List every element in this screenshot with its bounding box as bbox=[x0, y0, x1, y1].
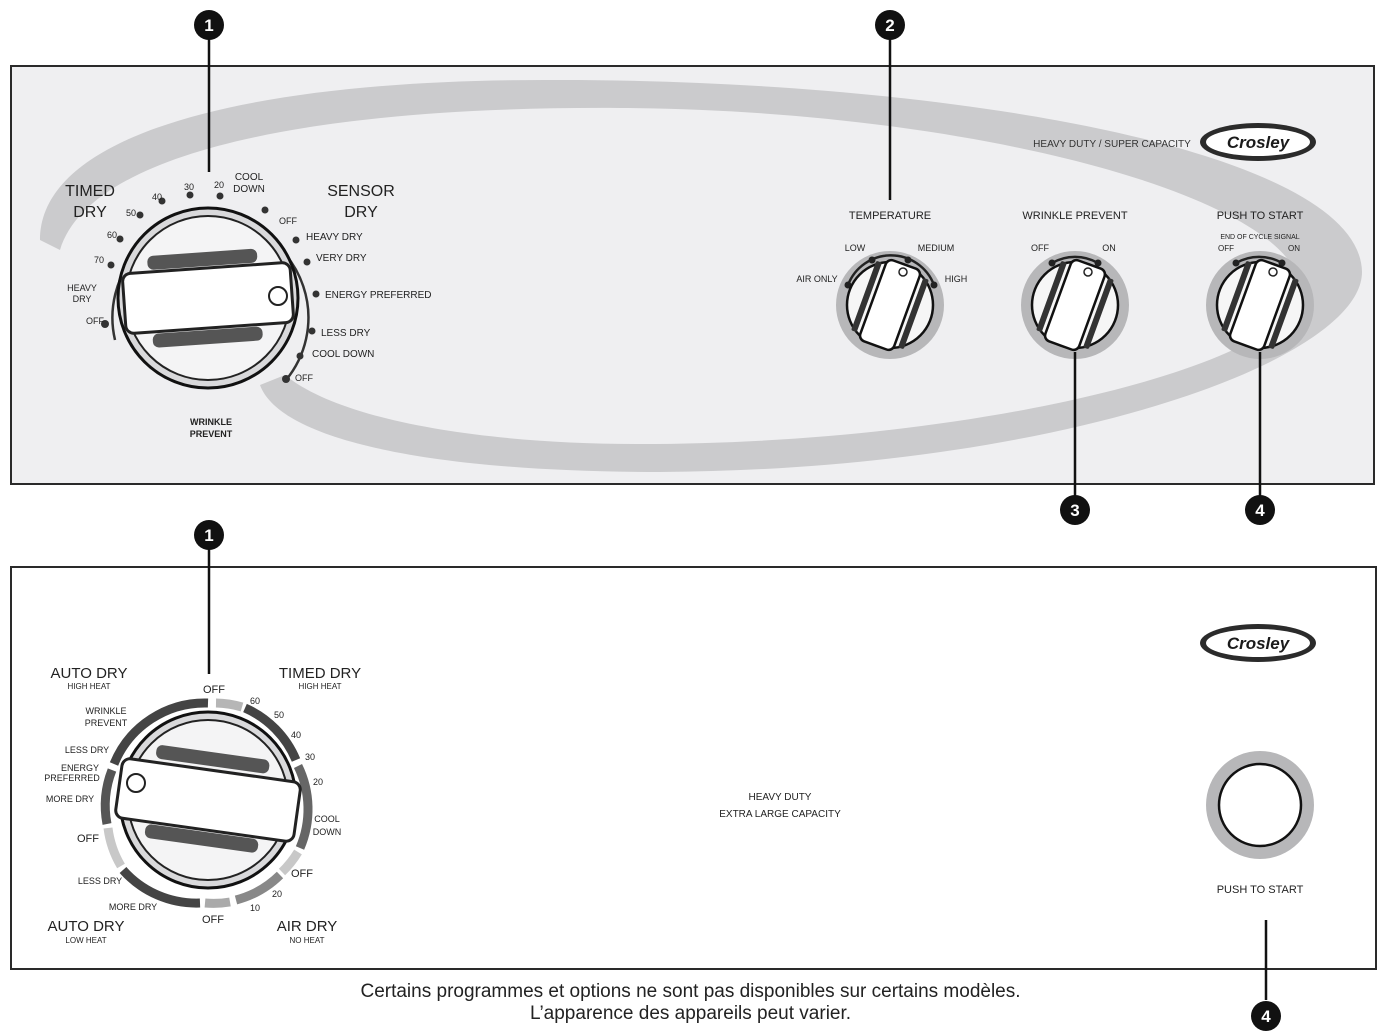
top-cycle-dial[interactable] bbox=[101, 191, 320, 390]
position-label: OFF bbox=[77, 833, 99, 845]
temp-high-label: HIGH bbox=[945, 274, 968, 284]
tick-label: DRY bbox=[73, 294, 92, 304]
tick-label: 40 bbox=[152, 192, 162, 202]
sensor-dry-label-1: SENSOR bbox=[327, 183, 395, 200]
bottom-control-panel: Crosley AUTO DRY bbox=[10, 566, 1377, 970]
top-cycle-dial-grip[interactable] bbox=[121, 261, 295, 335]
temp-medium-label: MEDIUM bbox=[918, 243, 955, 253]
signal-on-label: ON bbox=[1288, 244, 1300, 253]
sensor-position-label: OFF bbox=[279, 216, 297, 226]
callout-1-bottom: 1 bbox=[204, 526, 213, 545]
callout-4-top: 4 bbox=[1255, 501, 1265, 520]
position-label: DOWN bbox=[313, 827, 342, 837]
timed-dry-label-2: DRY bbox=[73, 204, 107, 221]
position-label: MORE DRY bbox=[109, 902, 157, 912]
bottom-brand-text: Crosley bbox=[1227, 634, 1291, 653]
top-model-text: HEAVY DUTY / SUPER CAPACITY bbox=[1033, 139, 1191, 150]
tick-label: 30 bbox=[184, 182, 194, 192]
tick-label: 50 bbox=[126, 208, 136, 218]
top-brand-text: Crosley bbox=[1227, 133, 1291, 152]
temp-low-label: LOW bbox=[845, 243, 866, 253]
tick-label: COOL bbox=[235, 172, 264, 183]
bottom-model-line-1: HEAVY DUTY bbox=[749, 792, 812, 803]
push-to-start-label: PUSH TO START bbox=[1217, 210, 1304, 222]
position-label: 20 bbox=[272, 889, 282, 899]
callout-1-top: 1 bbox=[204, 16, 213, 35]
push-to-start-knob[interactable] bbox=[1206, 251, 1314, 359]
tick-label: 70 bbox=[94, 255, 104, 265]
position-label: PREVENT bbox=[85, 718, 128, 728]
tick-label: OFF bbox=[86, 316, 104, 326]
wrinkle-prevent-label: WRINKLE PREVENT bbox=[1022, 210, 1127, 222]
position-label: 30 bbox=[305, 752, 315, 762]
position-label: LESS DRY bbox=[65, 745, 109, 755]
top-brand-logo: Crosley bbox=[1200, 123, 1316, 161]
bottom-cycle-dial[interactable] bbox=[100, 698, 313, 908]
callout-4-bottom: 4 bbox=[1261, 1007, 1271, 1026]
timed-dry-sub: HIGH HEAT bbox=[299, 682, 342, 691]
temperature-knob[interactable] bbox=[836, 251, 944, 359]
position-label: 20 bbox=[313, 777, 323, 787]
signal-off-label: OFF bbox=[1218, 244, 1234, 253]
sensor-position-label: VERY DRY bbox=[316, 253, 367, 264]
temperature-label: TEMPERATURE bbox=[849, 210, 931, 222]
push-to-start-button[interactable] bbox=[1206, 751, 1314, 859]
caption-line-1: Certains programmes et options ne sont p… bbox=[360, 981, 1021, 1002]
sensor-position-label: ENERGY PREFERRED bbox=[325, 290, 432, 301]
position-label: OFF bbox=[203, 684, 225, 696]
callout-markers: 1 2 3 4 1 4 bbox=[194, 10, 1281, 1031]
wrinkle-prevent-label-2: PREVENT bbox=[190, 429, 233, 439]
auto-dry-high-label: AUTO DRY bbox=[51, 665, 128, 682]
position-label: PREFERRED bbox=[44, 773, 100, 783]
auto-dry-high-sub: HIGH HEAT bbox=[68, 682, 111, 691]
bottom-model-line-2: EXTRA LARGE CAPACITY bbox=[719, 809, 841, 820]
tick-label: 20 bbox=[214, 180, 224, 190]
position-label: COOL bbox=[314, 814, 340, 824]
sensor-dry-label-2: DRY bbox=[344, 204, 378, 221]
position-label: 50 bbox=[274, 710, 284, 720]
bottom-cycle-dial-indicator bbox=[126, 773, 146, 793]
tick-label: 60 bbox=[107, 230, 117, 240]
callout-3: 3 bbox=[1070, 501, 1079, 520]
position-label: OFF bbox=[202, 914, 224, 926]
position-label: 40 bbox=[291, 730, 301, 740]
wrinkle-off-label: OFF bbox=[1031, 243, 1049, 253]
wrinkle-on-label: ON bbox=[1102, 243, 1116, 253]
auto-dry-low-label: AUTO DRY bbox=[48, 918, 125, 935]
air-dry-label: AIR DRY bbox=[277, 918, 338, 935]
sensor-position-label: HEAVY DRY bbox=[306, 232, 363, 243]
tick-label: HEAVY bbox=[67, 283, 97, 293]
position-label: ENERGY bbox=[61, 763, 99, 773]
timed-dry-label: TIMED DRY bbox=[279, 665, 361, 682]
position-label: OFF bbox=[291, 868, 313, 880]
push-to-start-text: PUSH TO START bbox=[1217, 884, 1304, 896]
position-label: WRINKLE bbox=[85, 706, 126, 716]
end-of-cycle-label: END OF CYCLE SIGNAL bbox=[1220, 234, 1299, 241]
callout-2: 2 bbox=[885, 16, 894, 35]
timed-dry-label-1: TIMED bbox=[65, 183, 115, 200]
sensor-position-label: LESS DRY bbox=[321, 328, 371, 339]
sensor-position-label: COOL DOWN bbox=[312, 349, 374, 360]
top-control-panel: Crosley HEAVY DUTY / SUPER CAPACITY TIME… bbox=[10, 65, 1375, 485]
air-dry-sub: NO HEAT bbox=[290, 936, 325, 945]
caption-line-2: L’apparence des appareils peut varier. bbox=[529, 1003, 852, 1024]
auto-dry-low-sub: LOW HEAT bbox=[65, 936, 106, 945]
top-cycle-dial-indicator bbox=[268, 286, 288, 306]
position-label: 60 bbox=[250, 696, 260, 706]
tick-label: DOWN bbox=[233, 184, 265, 195]
bottom-brand-logo: Crosley bbox=[1200, 624, 1316, 662]
temp-air-only-label: AIR ONLY bbox=[796, 274, 837, 284]
bottom-cycle-dial-grip[interactable] bbox=[114, 757, 302, 843]
wrinkle-prevent-label-1: WRINKLE bbox=[190, 417, 232, 427]
sensor-position-label: OFF bbox=[295, 373, 313, 383]
wrinkle-prevent-knob[interactable] bbox=[1021, 251, 1129, 359]
position-label: LESS DRY bbox=[78, 876, 122, 886]
position-label: 10 bbox=[250, 903, 260, 913]
position-label: MORE DRY bbox=[46, 794, 94, 804]
